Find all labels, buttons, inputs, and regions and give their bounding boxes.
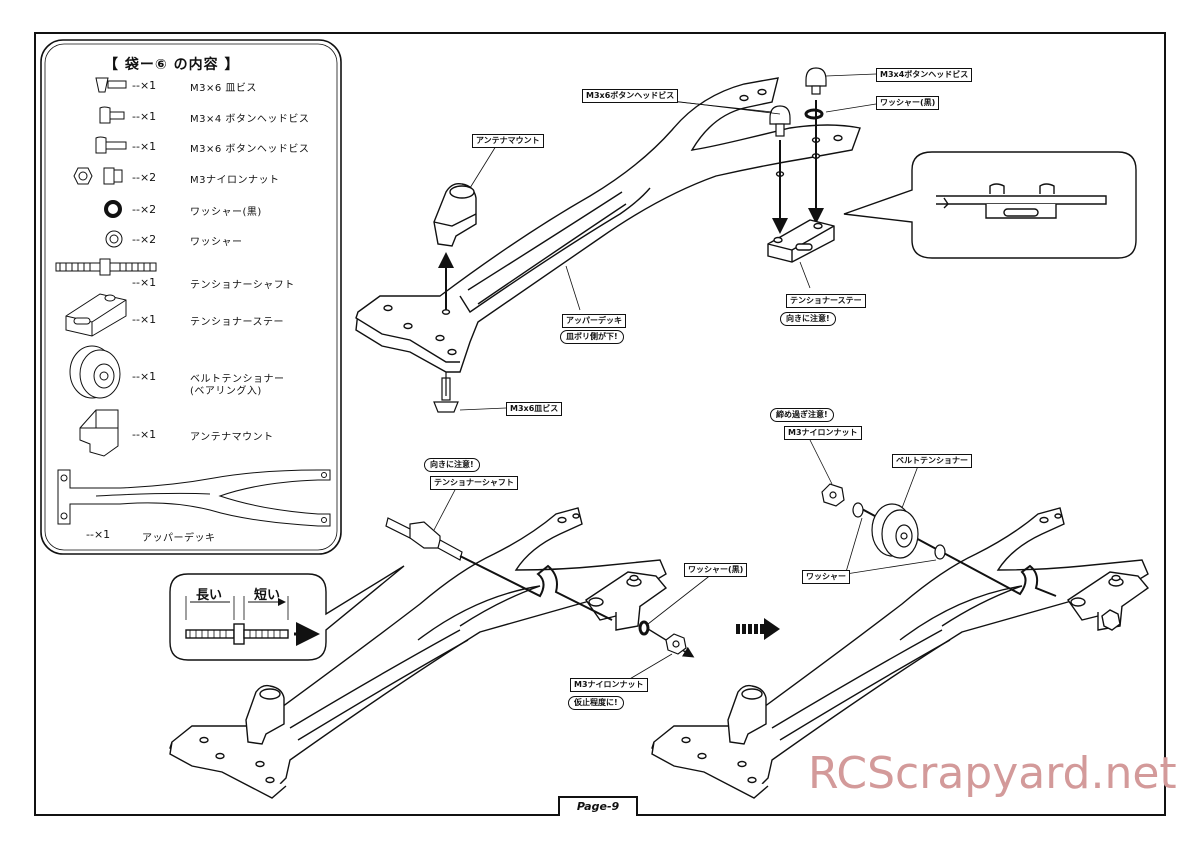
washer-right-part-1: [852, 502, 864, 518]
washer-icon: [105, 230, 123, 248]
part-name: テンショナーステー: [190, 317, 284, 328]
m3x4-button-screw-part: [805, 67, 827, 95]
tensioner-stay-part: [767, 219, 835, 263]
part-qty: --×2: [132, 233, 157, 246]
part-qty: --×2: [132, 171, 157, 184]
label-overtighten-note: 締め過ぎ注意!: [770, 408, 834, 422]
parts-list-box: [40, 39, 342, 555]
shaft-long-label: 長い: [196, 588, 223, 603]
button-head-screw-icon: [95, 136, 127, 154]
part-name: アンテナマウント: [190, 432, 274, 443]
label-m3x6-button-screw: M3x6ボタンヘッドビス: [582, 89, 679, 103]
tensioner-shaft-part: [385, 517, 463, 561]
shaft-short-label: 短い: [254, 588, 281, 603]
label-m3x4-button-screw: M3x4ボタンヘッドビス: [876, 68, 973, 82]
assembly-step-right: [651, 507, 1150, 799]
label-m3-nylon-nut-right: M3ナイロンナット: [784, 426, 862, 440]
label-tensioner-shaft: テンショナーシャフト: [430, 476, 518, 490]
upper-deck-icon: [57, 469, 331, 527]
part-name-sub: (ベアリング入): [190, 386, 262, 397]
label-shaft-orientation-note: 向きに注意!: [424, 458, 480, 472]
label-belt-tensioner: ベルトテンショナー: [892, 454, 972, 468]
button-head-screw-short-icon: [99, 106, 125, 124]
washer-right-part-2: [934, 544, 946, 560]
m3x6-button-screw-part: [769, 105, 791, 137]
shaft-length-bubble: [169, 565, 405, 661]
label-antenna-mount: アンテナマウント: [472, 134, 544, 148]
nylon-nut-mid-part: [665, 633, 687, 655]
label-black-washer-mid: ワッシャー(黒): [684, 563, 748, 577]
part-qty: --×1: [86, 528, 111, 541]
part-qty: --×2: [132, 203, 157, 216]
belt-tensioner-part: [871, 503, 919, 559]
part-name: テンショナーシャフト: [190, 280, 295, 291]
part-name: M3×6 皿ビス: [190, 83, 257, 94]
part-qty: --×1: [132, 110, 157, 123]
part-qty: --×1: [132, 79, 157, 92]
part-qty: --×1: [132, 276, 157, 289]
page-number: Page-9: [558, 796, 638, 816]
tensioner-shaft-icon: [55, 258, 157, 276]
label-countersink-note: 皿ボリ側が下!: [560, 330, 624, 344]
part-name: ワッシャー(黒): [190, 207, 262, 218]
part-qty: --×1: [132, 313, 157, 326]
part-qty: --×1: [132, 140, 157, 153]
nylon-nut-icon: [73, 167, 123, 185]
label-black-washer-top: ワッシャー(黒): [876, 96, 940, 110]
black-washer-icon: [104, 200, 122, 218]
next-step-arrow: [736, 618, 780, 640]
belt-tensioner-icon: [69, 345, 121, 399]
part-qty: --×1: [132, 370, 157, 383]
part-name: M3×6 ボタンヘッドビス: [190, 144, 310, 155]
label-stay-orientation-note: 向きに注意!: [780, 312, 836, 326]
upper-deck-top-view: [355, 77, 861, 373]
part-name: ワッシャー: [190, 237, 243, 248]
black-washer-part: [804, 108, 824, 120]
part-qty: --×1: [132, 428, 157, 441]
parts-list-title: 【 袋ー⑥ の内容 】: [104, 57, 240, 73]
antenna-mount-part: [433, 182, 477, 247]
label-m3-nylon-nut-mid: M3ナイロンナット: [570, 678, 648, 692]
label-upper-deck: アッパーデッキ: [562, 314, 626, 328]
part-name: アッパーデッキ: [142, 533, 216, 544]
flat-head-screw-icon: [95, 77, 127, 93]
part-name: ベルトテンショナー: [190, 374, 285, 385]
label-washer-right: ワッシャー: [802, 570, 850, 584]
part-name: M3ナイロンナット: [190, 175, 280, 186]
watermark: RCScrapyard.net: [808, 748, 1177, 799]
tensioner-stay-icon: [65, 293, 127, 337]
antenna-mount-icon: [79, 409, 119, 457]
label-tensioner-stay: テンショナーステー: [786, 294, 866, 308]
nylon-nut-right-part: [821, 483, 845, 507]
black-washer-mid-part: [638, 620, 650, 636]
part-name: M3×4 ボタンヘッドビス: [190, 114, 310, 125]
label-m3x6-flat-screw: M3x6皿ビス: [506, 402, 563, 416]
stay-detail-bubble: [843, 151, 1137, 259]
label-temp-tighten-note: 仮止程度に!: [568, 696, 624, 710]
